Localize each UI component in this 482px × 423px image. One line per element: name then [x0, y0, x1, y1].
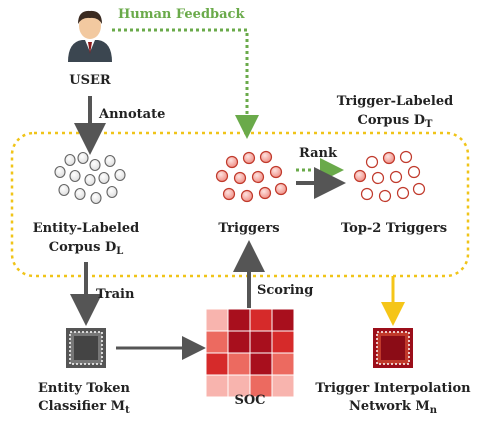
network-subscript: n: [430, 405, 438, 416]
trigger-corpus-line2: Corpus DT: [358, 113, 434, 130]
soc-label: SOC: [234, 393, 265, 408]
train-label: Train: [96, 287, 135, 302]
network-stamp-icon: [373, 328, 413, 368]
soc-cell: [271, 352, 295, 376]
top2-trigger-dots: [353, 150, 426, 203]
human-feedback-arrow: [112, 28, 259, 139]
soc-cell: [205, 330, 229, 354]
soc-cell: [249, 330, 273, 354]
user-avatar-icon: [68, 10, 112, 62]
soc-cell: [205, 352, 229, 376]
soc-cell: [249, 352, 273, 376]
soc-cell: [227, 330, 251, 354]
entity-corpus-line2-text: Corpus D: [49, 240, 117, 255]
trigger-corpus-subscript: T: [425, 119, 433, 130]
entity-corpus-line1: Entity-Labeled: [33, 221, 139, 236]
annotate-label: Annotate: [98, 107, 165, 122]
soc-cell: [205, 308, 229, 332]
soc-cell: [227, 352, 251, 376]
network-line2: Network Mn: [349, 399, 438, 416]
soc-cell: [227, 308, 251, 332]
scoring-label: Scoring: [257, 283, 313, 298]
trigger-dots: [215, 150, 288, 203]
soc-cell: [249, 308, 273, 332]
trigger-corpus-line2-text: Corpus D: [358, 113, 426, 128]
trigger-corpus-line1: Trigger-Labeled: [337, 94, 453, 109]
triggers-label: Triggers: [218, 221, 279, 236]
network-line2-text: Network M: [349, 399, 430, 414]
soc-cell: [205, 374, 229, 398]
classifier-line2-text: Classifier M: [38, 399, 125, 414]
top2-triggers-label: Top-2 Triggers: [341, 221, 447, 236]
entity-corpus-subscript: L: [116, 246, 123, 257]
user-label: USER: [69, 73, 111, 88]
network-line1: Trigger Interpolation: [315, 381, 471, 396]
soc-cell: [271, 330, 295, 354]
soc-cell: [271, 374, 295, 398]
human-feedback-label: Human Feedback: [118, 7, 245, 22]
soc-cell: [271, 308, 295, 332]
soc-heatmap: [205, 308, 295, 398]
classifier-line1: Entity Token: [38, 381, 131, 396]
classifier-stamp-icon: [66, 328, 106, 368]
rank-label: Rank: [299, 146, 338, 161]
entity-corpus-line2: Corpus DL: [49, 240, 124, 257]
entity-corpus-dots: [54, 151, 126, 205]
classifier-subscript: t: [125, 405, 130, 416]
classifier-line2: Classifier Mt: [38, 399, 130, 416]
